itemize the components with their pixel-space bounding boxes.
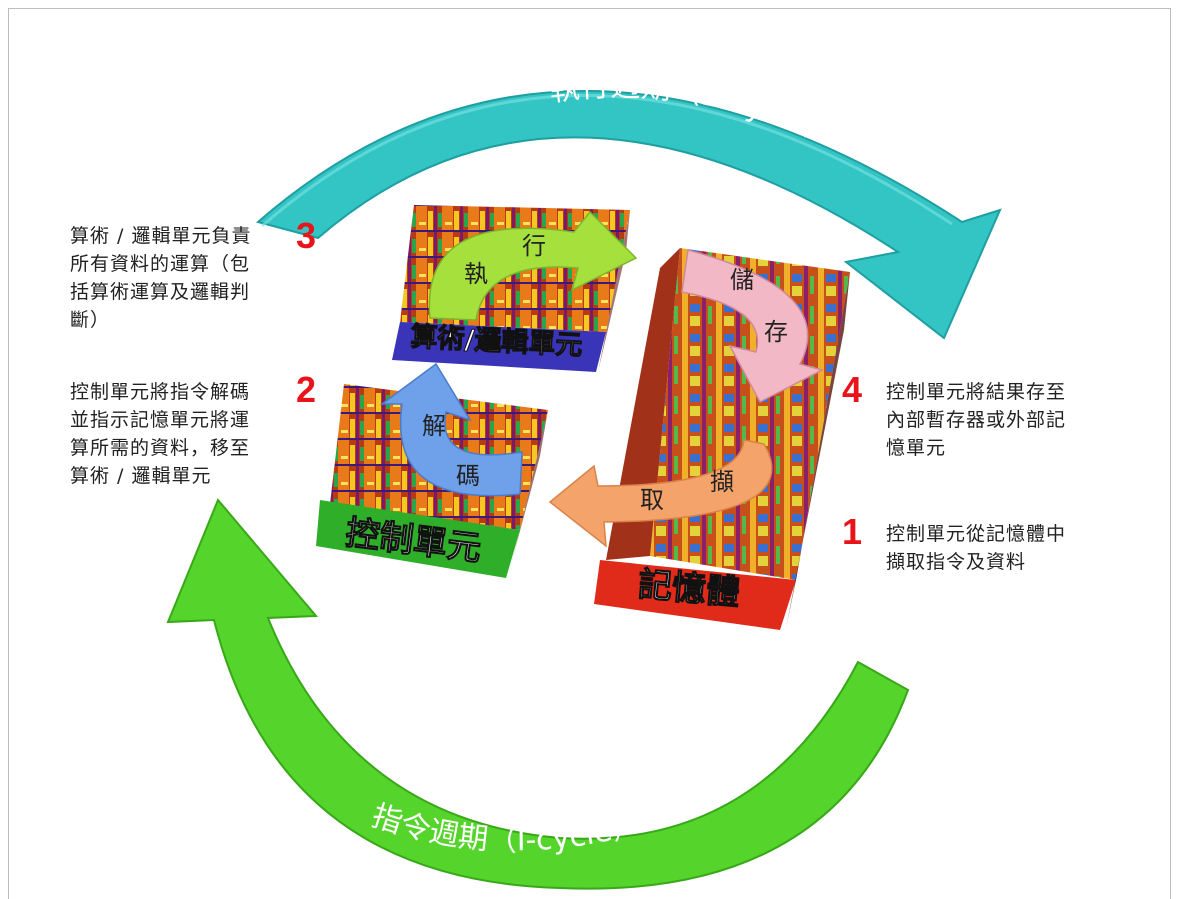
step-2-text: 控制單元將指令解碼 並指示記憶單元將運 算所需的資料，移至 算術 / 邏輯單元: [70, 381, 251, 487]
fetch-char-2: 取: [640, 486, 664, 514]
decode-char-2: 碼: [456, 462, 480, 490]
instruction-cycle-arrow: [166, 498, 910, 890]
fetch-arrow: [548, 439, 773, 548]
step-2-number: 2: [296, 369, 317, 410]
step-4-number: 4: [842, 369, 863, 410]
execute-arrow: [428, 210, 638, 321]
store-arrow: [681, 249, 825, 404]
store-char-2: 存: [764, 318, 788, 346]
fetch-char-1: 擷: [710, 468, 734, 496]
store-char-1: 儲: [730, 266, 754, 294]
step-3-text: 算術 / 邏輯單元負責 所有資料的運算（包 括算術運算及邏輯判 斷）: [70, 225, 252, 331]
step-1-text: 控制單元從記憶體中 擷取指令及資料: [886, 523, 1067, 573]
execute-char-1: 執: [464, 260, 488, 288]
decode-arrow: [379, 362, 523, 497]
execute-cycle-arrow: [255, 90, 1002, 340]
execute-char-2: 行: [522, 232, 546, 260]
step-3-number: 3: [296, 215, 317, 256]
decode-char-1: 解: [422, 412, 446, 440]
step-4-text: 控制單元將結果存至 內部暫存器或外部記 憶單元: [886, 381, 1067, 459]
diagram-frame: [8, 8, 1171, 899]
step-1-number: 1: [842, 511, 863, 552]
memory-label: 記憶體: [636, 565, 741, 614]
